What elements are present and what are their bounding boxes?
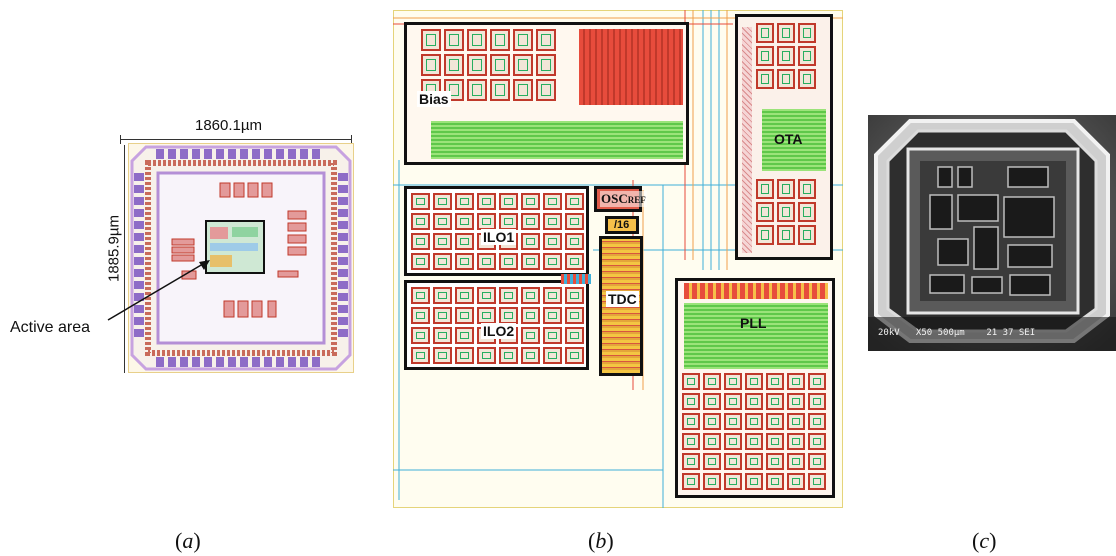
ilo1-cells xyxy=(411,193,584,270)
divider-block: /16 xyxy=(605,216,639,234)
active-area-arrow xyxy=(107,260,210,321)
ota-block: OTA xyxy=(735,14,833,260)
active-area-label: Active area xyxy=(10,319,91,336)
pll-cells xyxy=(682,373,826,490)
pll-top-strip xyxy=(684,283,828,299)
height-dimension-line xyxy=(124,145,125,373)
ilo2-cells xyxy=(411,287,584,364)
bias-label: Bias xyxy=(417,91,451,107)
ilo2-label: ILO2 xyxy=(481,323,517,339)
bias-cells xyxy=(421,29,556,101)
tdc-label: TDC xyxy=(606,291,639,307)
divider-label: /16 xyxy=(614,219,630,231)
ota-cells-top xyxy=(756,23,816,89)
panel-a: 1860.1µm 1885.9µm xyxy=(10,115,370,380)
chip-layout-a xyxy=(128,143,354,373)
ilo1-label: ILO1 xyxy=(481,229,517,245)
panel-c-sem-image: 20kV X50 500µm 21 37 SEI xyxy=(868,115,1116,351)
ilo1-block: ILO1 xyxy=(404,186,589,276)
width-dimension-line xyxy=(120,139,352,140)
caption-c: (c) xyxy=(972,528,997,553)
bias-red-array xyxy=(579,29,683,105)
width-dimension-label: 1860.1µm xyxy=(195,117,263,134)
ota-green-region xyxy=(762,109,826,171)
panel-b: Bias OTA ILO1 xyxy=(393,10,843,508)
pll-block: PLL xyxy=(675,278,835,498)
osc-block: OSCREF xyxy=(594,186,647,212)
width-dimension-tick-right xyxy=(351,135,352,144)
caption-a: (a) xyxy=(175,528,201,553)
bias-block: Bias xyxy=(404,22,689,165)
ota-cells-bottom xyxy=(756,179,816,245)
osc-label-main: OSC xyxy=(601,191,628,206)
sem-chip-image xyxy=(868,115,1116,351)
ota-hatch-left xyxy=(742,27,752,253)
tdc-block: TDC xyxy=(599,236,643,376)
bias-green-bus xyxy=(431,121,683,159)
osc-label: OSCREF xyxy=(600,191,647,207)
caption-b: (b) xyxy=(588,528,614,553)
width-dimension-tick-left xyxy=(120,135,121,144)
connector-cells xyxy=(561,274,591,284)
sem-info-bar: 20kV X50 500µm 21 37 SEI xyxy=(878,328,1036,338)
ilo2-block: ILO2 xyxy=(404,280,589,370)
pll-label: PLL xyxy=(740,315,767,331)
pll-green-region xyxy=(684,303,828,369)
ota-label: OTA xyxy=(774,131,803,147)
osc-label-sub: REF xyxy=(627,195,646,205)
